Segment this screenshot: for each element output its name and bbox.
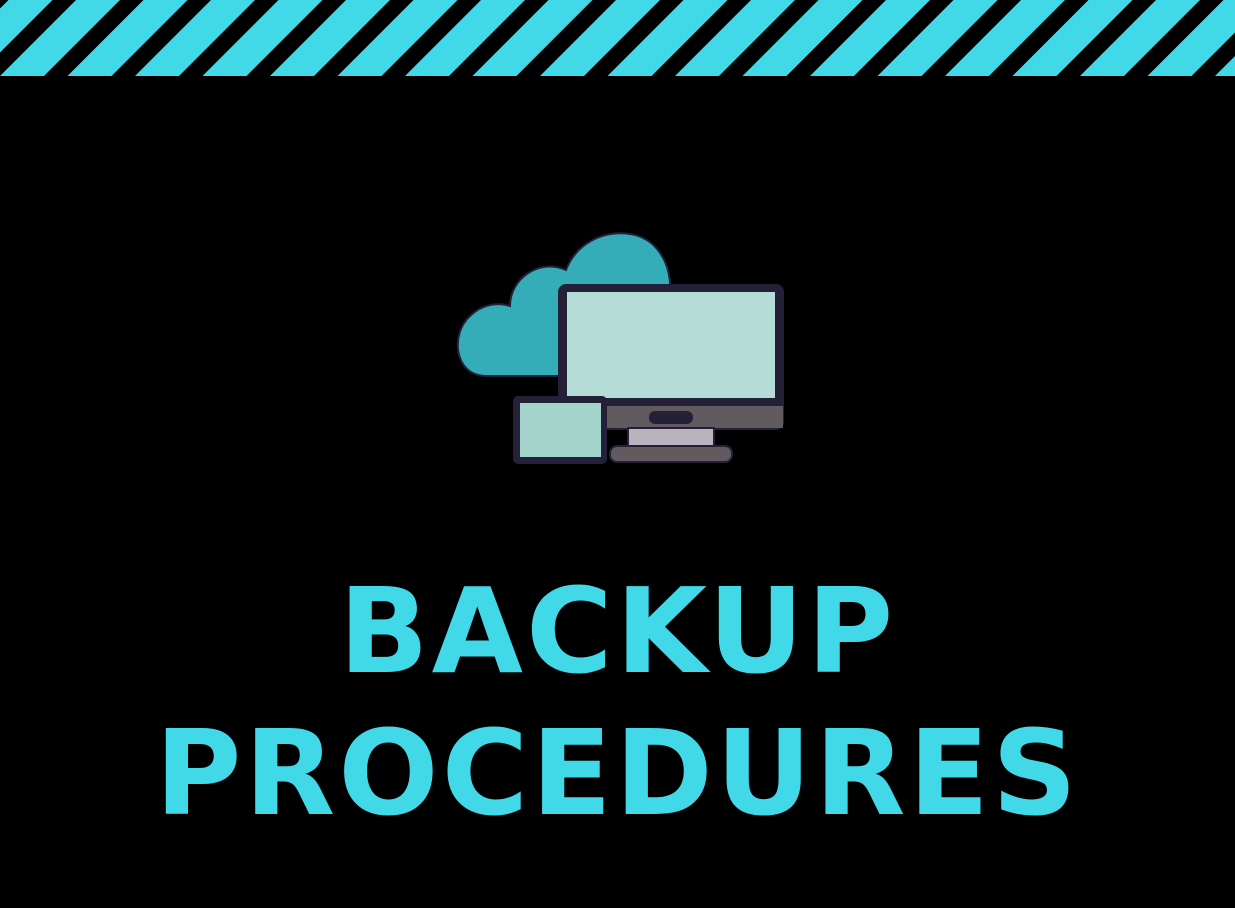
cloud-computer-devices-icon	[440, 222, 800, 472]
hazard-stripe	[67, 0, 188, 76]
hazard-stripe	[1147, 0, 1235, 76]
hazard-stripe	[135, 0, 255, 76]
hazard-stripe	[675, 0, 795, 76]
hazard-stripe	[607, 0, 728, 76]
hazard-stripe	[0, 0, 53, 53]
title-line-2: PROCEDURES	[154, 704, 1081, 842]
page-title: BACKUP PROCEDURES	[0, 560, 1235, 844]
hazard-stripe	[472, 0, 593, 76]
hazard-stripe-band	[0, 0, 1235, 76]
title-line-1: BACKUP	[338, 562, 897, 700]
hazard-stripe	[1080, 0, 1200, 76]
hazard-stripe	[742, 0, 863, 76]
hazard-stripe	[1012, 0, 1133, 76]
hazard-stripe	[810, 0, 930, 76]
hazard-stripe	[0, 0, 120, 76]
monitor-icon	[558, 284, 784, 463]
hazard-stripe	[202, 0, 323, 76]
tablet-icon	[513, 396, 607, 464]
hazard-stripe	[1215, 56, 1235, 76]
hazard-stripe	[945, 0, 1065, 76]
hazard-stripe	[877, 0, 998, 76]
hazard-stripe	[270, 0, 390, 76]
hazard-stripe	[405, 0, 525, 76]
hazard-stripe	[540, 0, 660, 76]
hazard-stripe	[337, 0, 458, 76]
